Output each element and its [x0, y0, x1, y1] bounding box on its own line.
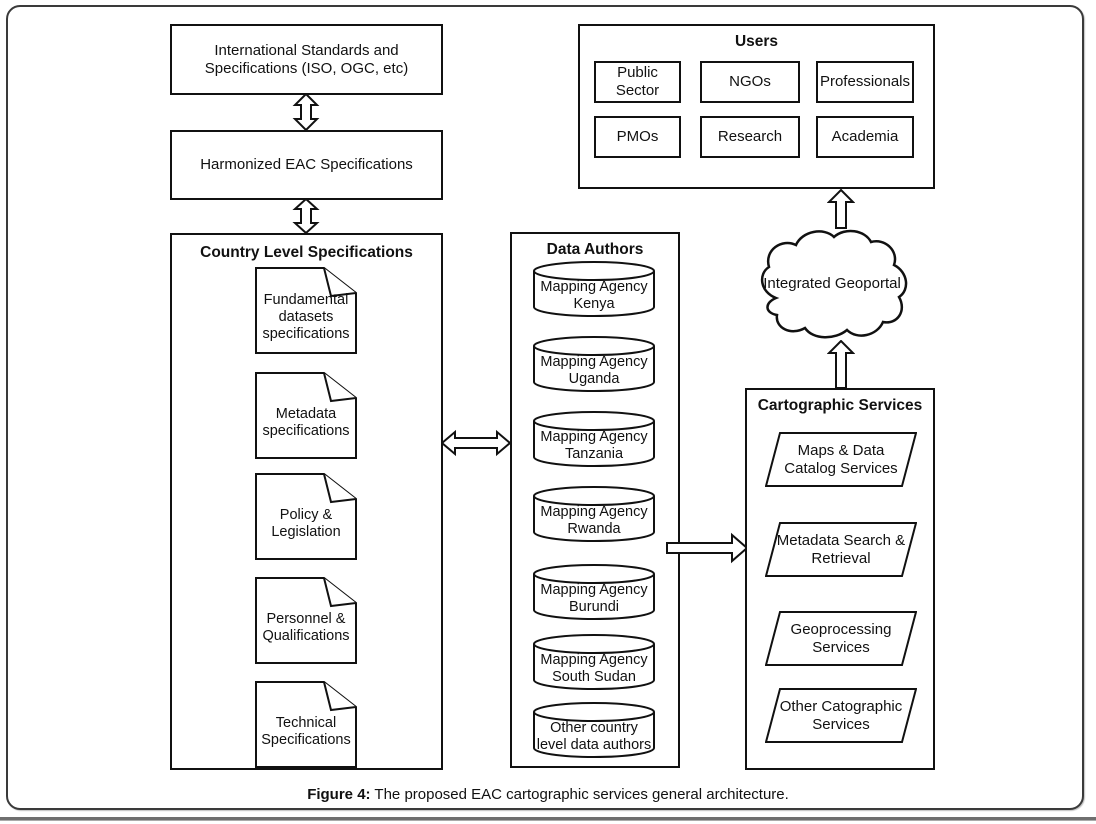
- service-geoprocessing: Geoprocessing Services: [765, 611, 917, 666]
- parallelogram-icon: [765, 432, 917, 487]
- database-other-country-authors: Other country level data authors: [533, 702, 655, 758]
- database-icon: [533, 564, 655, 620]
- cartographic-services-title: Cartographic Services: [757, 397, 923, 414]
- country-level-specifications-title: Country Level Specifications: [200, 244, 413, 261]
- user-group-ngos: NGOs: [700, 61, 800, 103]
- document-icon: [255, 372, 357, 459]
- arrow-cartographic-geoportal: [826, 339, 856, 389]
- database-mapping-agency-kenya: Mapping Agency Kenya: [533, 261, 655, 317]
- document-icon: [255, 681, 357, 768]
- database-label: Mapping Agency Burundi: [540, 581, 648, 615]
- document-label: Technical Specifications: [261, 714, 351, 748]
- document-label: Metadata specifications: [262, 405, 350, 439]
- document-icon: [255, 267, 357, 354]
- user-group-label: Public Sector: [615, 64, 660, 99]
- service-label: Geoprocessing Services: [790, 620, 892, 656]
- figure-caption: Figure 4: The proposed EAC cartographic …: [0, 786, 1096, 803]
- users-box: Users: [578, 24, 935, 189]
- service-metadata-search-retrieval: Metadata Search & Retrieval: [765, 522, 917, 577]
- service-maps-data-catalog: Maps & Data Catalog Services: [765, 432, 917, 487]
- cloud-icon: [760, 229, 908, 339]
- user-group-public-sector: Public Sector: [594, 61, 681, 103]
- arrow-dataauthors-cartographic: [666, 532, 749, 564]
- database-label: Mapping Agency Uganda: [540, 353, 648, 387]
- database-label: Mapping Agency Kenya: [540, 278, 648, 312]
- figure-caption-number: Figure 4:: [307, 786, 371, 803]
- document-technical-specifications: Technical Specifications: [255, 681, 357, 768]
- database-icon: [533, 261, 655, 317]
- user-group-label: NGOs: [729, 73, 771, 91]
- users-title: Users: [734, 33, 779, 50]
- document-icon: [255, 473, 357, 560]
- international-standards-label: International Standards and Specificatio…: [204, 41, 409, 77]
- database-icon: [533, 411, 655, 467]
- parallelogram-icon: [765, 522, 917, 577]
- database-icon: [533, 634, 655, 690]
- database-icon: [533, 702, 655, 758]
- document-fundamental-datasets: Fundamental datasets specifications: [255, 267, 357, 354]
- harmonized-eac-label: Harmonized EAC Specifications: [200, 156, 413, 174]
- database-label: Other country level data authors: [536, 719, 652, 753]
- user-group-pmos: PMOs: [594, 116, 681, 158]
- user-group-label: PMOs: [616, 128, 659, 146]
- integrated-geoportal-cloud: Integrated Geoportal: [752, 228, 912, 340]
- harmonized-eac-box: Harmonized EAC Specifications: [170, 130, 443, 200]
- database-label: Mapping Agency Tanzania: [540, 428, 648, 462]
- database-icon: [533, 336, 655, 392]
- user-group-professionals: Professionals: [816, 61, 914, 103]
- document-personnel-qualifications: Personnel & Qualifications: [255, 577, 357, 664]
- arrow-country-dataauthors: [440, 428, 512, 458]
- user-group-label: Research: [717, 128, 783, 146]
- figure-caption-text: The proposed EAC cartographic services g…: [370, 786, 789, 803]
- database-mapping-agency-tanzania: Mapping Agency Tanzania: [533, 411, 655, 467]
- user-group-research: Research: [700, 116, 800, 158]
- arrow-geoportal-users: [826, 188, 856, 229]
- document-icon: [255, 577, 357, 664]
- international-standards-box: International Standards and Specificatio…: [170, 24, 443, 95]
- parallelogram-icon: [765, 611, 917, 666]
- arrow-international-harmonized: [292, 92, 320, 132]
- document-label: Fundamental datasets specifications: [262, 292, 350, 342]
- service-other-catographic: Other Catographic Services: [765, 688, 917, 743]
- page-bottom-divider: [0, 817, 1096, 821]
- user-group-label: Professionals: [819, 73, 911, 91]
- database-mapping-agency-uganda: Mapping Agency Uganda: [533, 336, 655, 392]
- database-label: Mapping Agency Rwanda: [540, 503, 648, 537]
- integrated-geoportal-label: Integrated Geoportal: [763, 275, 901, 293]
- database-label: Mapping Agency South Sudan: [540, 651, 648, 685]
- database-mapping-agency-south-sudan: Mapping Agency South Sudan: [533, 634, 655, 690]
- document-policy-legislation: Policy & Legislation: [255, 473, 357, 560]
- database-mapping-agency-burundi: Mapping Agency Burundi: [533, 564, 655, 620]
- arrow-harmonized-country: [292, 197, 320, 235]
- user-group-label: Academia: [831, 128, 899, 146]
- service-label: Maps & Data Catalog Services: [784, 441, 898, 477]
- database-icon: [533, 486, 655, 542]
- service-label: Other Catographic Services: [779, 697, 903, 733]
- database-mapping-agency-rwanda: Mapping Agency Rwanda: [533, 486, 655, 542]
- document-label: Policy & Legislation: [271, 506, 341, 540]
- document-metadata-specifications: Metadata specifications: [255, 372, 357, 459]
- data-authors-title: Data Authors: [546, 241, 644, 258]
- parallelogram-icon: [765, 688, 917, 743]
- document-label: Personnel & Qualifications: [262, 610, 350, 644]
- user-group-academia: Academia: [816, 116, 914, 158]
- service-label: Metadata Search & Retrieval: [776, 531, 906, 567]
